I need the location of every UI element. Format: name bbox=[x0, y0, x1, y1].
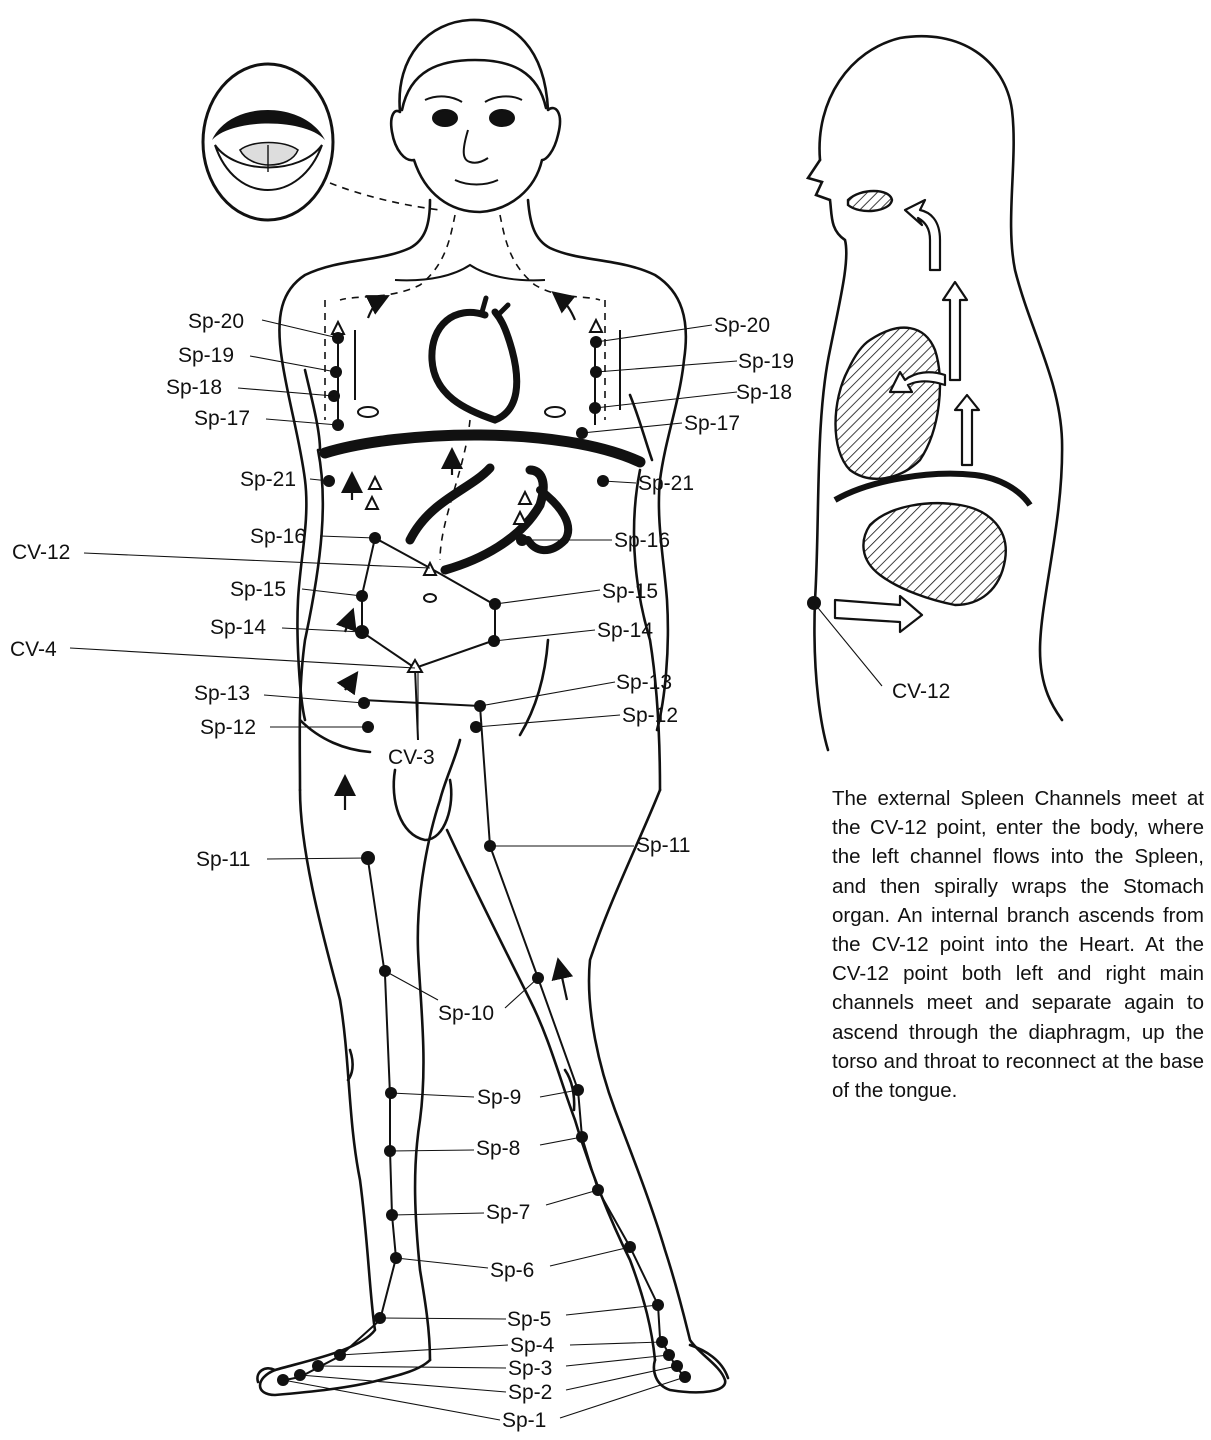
right-eye bbox=[490, 110, 514, 126]
label-sp2: Sp-2 bbox=[508, 1381, 552, 1404]
label-sp17-right: Sp-17 bbox=[684, 412, 740, 435]
label-sp11-left: Sp-11 bbox=[196, 848, 250, 871]
label-sp1: Sp-1 bbox=[502, 1409, 546, 1432]
label-side-cv12: CV-12 bbox=[892, 680, 950, 703]
label-sp20-right: Sp-20 bbox=[714, 314, 770, 337]
label-sp13-left: Sp-13 bbox=[194, 682, 250, 705]
label-sp18-right: Sp-18 bbox=[736, 381, 792, 404]
label-sp14-left: Sp-14 bbox=[210, 616, 266, 639]
label-sp19-left: Sp-19 bbox=[178, 344, 234, 367]
label-sp17-left: Sp-17 bbox=[194, 407, 250, 430]
label-sp18-left: Sp-18 bbox=[166, 376, 222, 399]
label-sp7: Sp-7 bbox=[486, 1201, 530, 1224]
heart bbox=[432, 312, 517, 420]
face bbox=[425, 96, 522, 184]
label-cv3: CV-3 bbox=[388, 746, 435, 769]
label-sp15-left: Sp-15 bbox=[230, 578, 286, 601]
nose bbox=[464, 130, 488, 163]
diaphragm bbox=[325, 435, 640, 462]
throat-channels bbox=[325, 183, 605, 560]
mouth-inset bbox=[203, 64, 333, 220]
label-cv12: CV-12 bbox=[12, 541, 70, 564]
label-sp6: Sp-6 bbox=[490, 1259, 534, 1282]
label-sp16-left: Sp-16 bbox=[250, 525, 306, 548]
label-sp15-right: Sp-15 bbox=[602, 580, 658, 603]
label-sp21-right: Sp-21 bbox=[638, 472, 694, 495]
label-sp10: Sp-10 bbox=[438, 1002, 494, 1025]
label-sp12-left: Sp-12 bbox=[200, 716, 256, 739]
head bbox=[391, 20, 560, 212]
label-cv4: CV-4 bbox=[10, 638, 57, 661]
side-stomach bbox=[863, 503, 1005, 605]
channel-triangles bbox=[332, 320, 602, 672]
label-sp13-right: Sp-13 bbox=[616, 671, 672, 694]
side-diaphragm bbox=[835, 474, 1030, 505]
label-sp8: Sp-8 bbox=[476, 1137, 520, 1160]
label-sp11-right: Sp-11 bbox=[636, 834, 690, 857]
label-sp14-right: Sp-14 bbox=[597, 619, 653, 642]
label-sp19-right: Sp-19 bbox=[738, 350, 794, 373]
label-sp5: Sp-5 bbox=[507, 1308, 551, 1331]
left-eye bbox=[433, 110, 457, 126]
label-sp4: Sp-4 bbox=[510, 1334, 555, 1357]
label-sp20-left: Sp-20 bbox=[188, 310, 244, 333]
acupoint-dots bbox=[277, 332, 821, 1386]
mouth bbox=[455, 180, 498, 185]
label-sp16-right: Sp-16 bbox=[614, 529, 670, 552]
side-tongue bbox=[848, 191, 892, 211]
caption: The external Spleen Channels meet at the… bbox=[832, 784, 1204, 1105]
label-sp21-left: Sp-21 bbox=[240, 468, 296, 491]
label-sp12-right: Sp-12 bbox=[622, 704, 678, 727]
side-heart bbox=[836, 328, 941, 479]
label-sp3: Sp-3 bbox=[508, 1357, 552, 1380]
spleen-channel-lines bbox=[285, 335, 685, 1380]
label-sp9: Sp-9 bbox=[477, 1086, 521, 1109]
eyebrows bbox=[425, 96, 522, 102]
